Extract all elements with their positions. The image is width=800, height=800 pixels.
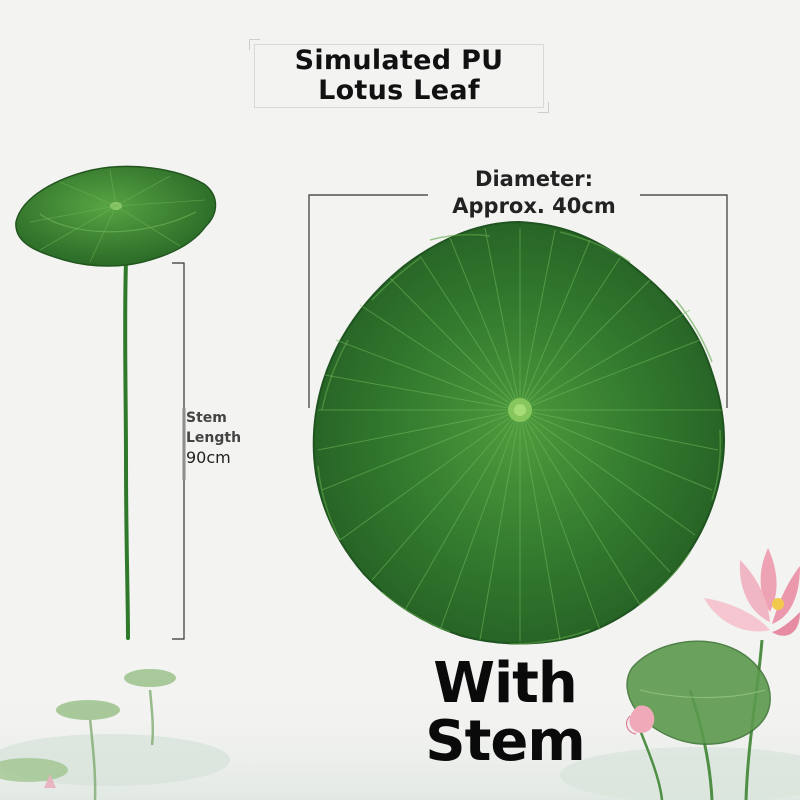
diameter-dimension-lines: [308, 194, 728, 408]
lotus-leaf-top-view: [312, 220, 725, 645]
diameter-label: Diameter: Approx. 40cm: [430, 166, 638, 220]
stem-length-value: 90cm: [186, 448, 231, 467]
title-line-1: Simulated PU: [294, 45, 504, 76]
stem-length-label: Stem Length 90cm: [186, 408, 250, 468]
diameter-label-line-2: Approx. 40cm: [452, 194, 616, 218]
decorative-lotus-leaves-left: [0, 669, 176, 800]
product-title: Simulated PU Lotus Leaf: [249, 39, 549, 113]
diameter-label-line-1: Diameter:: [475, 167, 593, 191]
stem-length-label-line-1: Stem: [186, 410, 227, 426]
decorative-lotus-flowers-right: [626, 548, 800, 800]
title-line-2: Lotus Leaf: [318, 75, 480, 106]
leaf-with-stem-icon: [15, 165, 217, 640]
with-stem-line-1: With: [433, 651, 578, 716]
with-stem-badge: With Stem: [420, 655, 590, 771]
stem-length-label-line-2: Length: [186, 430, 242, 446]
with-stem-line-2: Stem: [425, 709, 585, 774]
